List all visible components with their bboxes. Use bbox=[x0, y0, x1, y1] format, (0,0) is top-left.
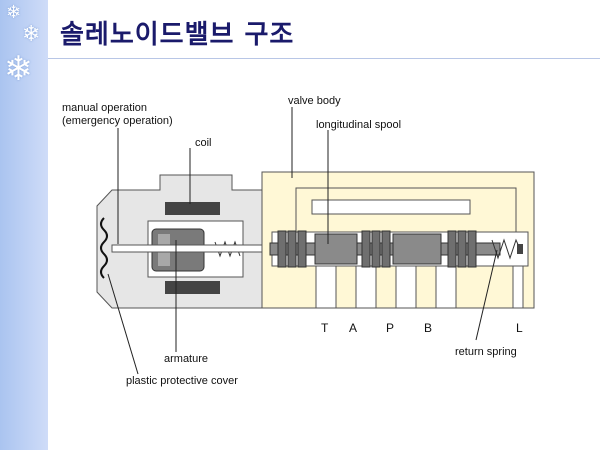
spool-mid-body bbox=[392, 233, 442, 265]
snowflake-icon: ❄ bbox=[22, 22, 41, 47]
spool-center-body bbox=[314, 233, 358, 265]
title-divider bbox=[48, 58, 600, 59]
label-armature: armature bbox=[164, 353, 208, 365]
valve-upper-passage bbox=[311, 199, 471, 215]
spool-land-center bbox=[361, 230, 391, 268]
snowflake-icon: ❄ bbox=[4, 49, 33, 89]
port-label-p: P bbox=[386, 321, 394, 335]
slide-title: 솔레노이드밸브 구조 bbox=[60, 20, 295, 50]
spring-cap bbox=[517, 244, 523, 254]
decorative-side-band bbox=[0, 0, 48, 450]
return-spring bbox=[491, 238, 521, 260]
label-coil: coil bbox=[195, 137, 212, 149]
leader-return-spring bbox=[475, 249, 498, 341]
spool-land-right bbox=[447, 230, 477, 268]
port-label-l: L bbox=[516, 321, 523, 335]
label-valve-body: valve body bbox=[288, 95, 341, 107]
port-label-t: T bbox=[321, 321, 329, 335]
spool-land-left bbox=[277, 230, 307, 268]
snowflake-icon: ❄ bbox=[6, 2, 22, 23]
port-channel-a bbox=[355, 265, 377, 309]
label-return-spring: return spring bbox=[455, 346, 517, 358]
coil-top bbox=[165, 202, 220, 215]
leader-plastic-cover bbox=[107, 273, 139, 375]
port-label-a: A bbox=[349, 321, 357, 335]
label-manual-operation: manual operation bbox=[62, 102, 147, 114]
coil-bottom bbox=[165, 281, 220, 294]
port-channel-t bbox=[315, 265, 337, 309]
port-channel-b bbox=[435, 265, 457, 309]
push-rod bbox=[111, 244, 273, 253]
port-channel-p bbox=[395, 265, 417, 309]
port-label-b: B bbox=[424, 321, 432, 335]
label-longitudinal-spool: longitudinal spool bbox=[316, 119, 401, 131]
port-channel-l bbox=[512, 265, 524, 309]
label-emergency-operation: (emergency operation) bbox=[62, 115, 173, 127]
label-plastic-protective-cover: plastic protective cover bbox=[126, 375, 238, 387]
plastic-protective-cover bbox=[100, 217, 108, 279]
